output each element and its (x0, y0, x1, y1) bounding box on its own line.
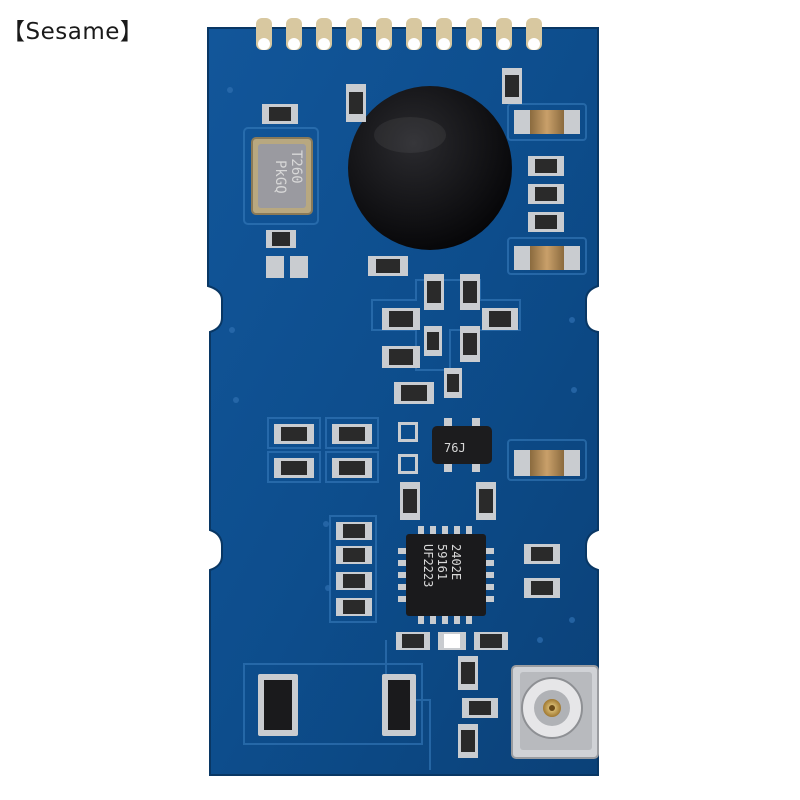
smd-r33 (474, 632, 508, 650)
smd-r35 (462, 698, 498, 718)
edge-pads-top (256, 18, 542, 50)
smd-r2 (502, 68, 522, 104)
smd-r7 (266, 230, 296, 248)
smd-r13 (482, 308, 518, 330)
smd-r6 (528, 212, 564, 232)
smd-r34 (458, 656, 478, 690)
antenna-pads (258, 674, 416, 736)
smd-r23 (400, 482, 420, 520)
smd-r27 (336, 572, 372, 590)
crystal-marking-1: T260 (288, 150, 304, 184)
smd-r8 (266, 256, 308, 278)
smd-r24 (476, 482, 496, 520)
smd-c3 (514, 450, 580, 476)
transistor-marking: 76J (444, 441, 466, 455)
smd-r21 (274, 458, 314, 478)
smd-r32 (438, 632, 466, 650)
smd-r28 (336, 598, 372, 616)
smd-r16 (382, 346, 420, 368)
smd-r5 (528, 184, 564, 204)
smd-r4 (528, 156, 564, 176)
smd-r14 (424, 326, 442, 356)
smd-r3 (262, 104, 298, 124)
smd-r12 (382, 308, 420, 330)
smd-r9 (368, 256, 408, 276)
smd-r15 (460, 326, 480, 362)
transistor: 76J (432, 418, 492, 472)
smd-r29 (524, 544, 560, 564)
smd-c1 (514, 110, 580, 134)
ic-marking-1: 2402E (449, 544, 463, 580)
smd-r36 (458, 724, 478, 758)
coin-battery (348, 86, 512, 250)
smd-r1 (346, 84, 366, 122)
smd-c2 (514, 246, 580, 270)
smd-r31 (396, 632, 430, 650)
smd-r30 (524, 578, 560, 598)
passive-components (262, 68, 580, 758)
vias (227, 87, 577, 643)
crystal-oscillator: T260 PkGQ (251, 137, 313, 215)
ic-marking-3: UF2223 (421, 544, 435, 587)
brand-label: 【Sesame】 (2, 19, 144, 45)
qfn-ic: 2402E 59161 UF2223 (398, 526, 494, 624)
smd-r17 (444, 368, 462, 398)
smd-r25 (336, 522, 372, 540)
smd-r26 (336, 546, 372, 564)
crystal-marking-2: PkGQ (272, 160, 288, 194)
smd-r22 (332, 458, 372, 478)
smd-r11 (460, 274, 480, 310)
smd-r20 (332, 424, 372, 444)
smd-r10 (424, 274, 444, 310)
smd-r18 (394, 382, 434, 404)
smd-r19 (274, 424, 314, 444)
ic-marking-2: 59161 (435, 544, 449, 580)
ufl-connector (511, 665, 599, 759)
